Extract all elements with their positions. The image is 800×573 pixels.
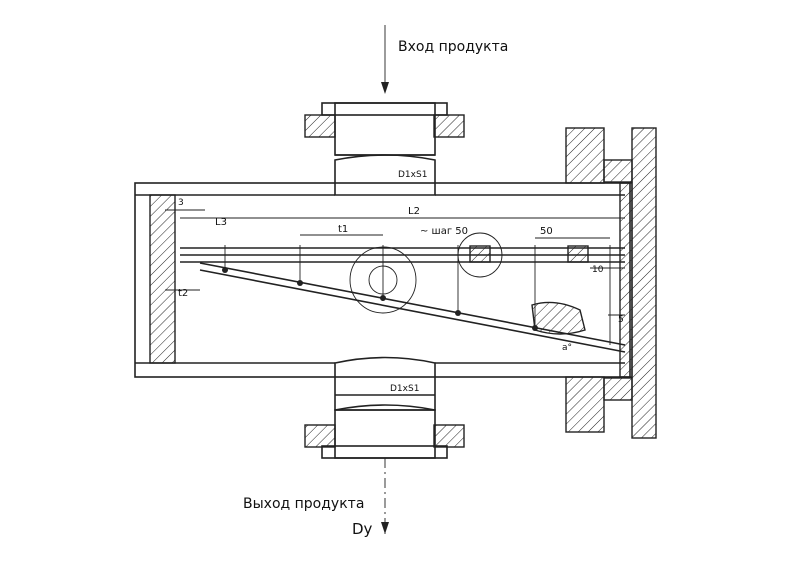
inlet-arrow xyxy=(381,25,389,94)
angle-label: a° xyxy=(562,343,572,353)
detail-callouts xyxy=(349,232,589,335)
dimension-t1: t1 xyxy=(338,224,348,235)
outlet-flange xyxy=(304,356,465,459)
dimension-l3: L3 xyxy=(215,217,227,228)
pipe-bottom-label: D1xS1 xyxy=(390,384,419,394)
dimension-10: 10 xyxy=(592,265,604,275)
dimension-3: 3 xyxy=(178,198,184,208)
inlet-label: Вход продукта xyxy=(398,39,508,55)
dimension-t2: t2 xyxy=(178,288,188,299)
outlet-arrow xyxy=(381,458,389,535)
dimension-5: 5 xyxy=(618,315,624,325)
nominal-diameter-label: Dy xyxy=(352,520,373,538)
outlet-label: Выход продукта xyxy=(243,496,364,512)
internal-rails xyxy=(180,245,626,353)
dimension-l2: L2 xyxy=(408,206,420,217)
pipe-top-label: D1xS1 xyxy=(398,170,427,180)
end-flange xyxy=(565,127,657,439)
dimension-lines xyxy=(165,209,625,316)
step-label: ~ шаг 50 xyxy=(420,226,468,237)
shell-body xyxy=(134,182,631,378)
inlet-flange xyxy=(304,102,465,196)
dimension-50: 50 xyxy=(540,226,553,237)
